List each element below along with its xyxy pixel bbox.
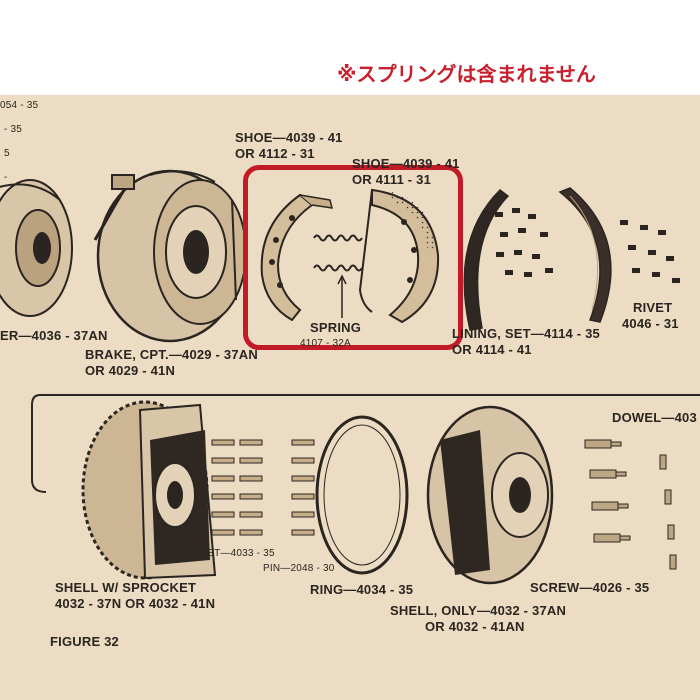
edge-label-1: 054 - 35 <box>0 100 39 111</box>
spring-number-label: 4107 - 32A <box>300 338 351 349</box>
brake-label-2: OR 4029 - 41N <box>85 363 176 378</box>
er-label: ER—4036 - 37AN <box>0 328 108 343</box>
edge-label-2: - 35 <box>4 124 23 135</box>
shoe-left-label-1: SHOE—4039 - 41 <box>235 130 343 145</box>
pin-label: PIN—2048 - 30 <box>263 563 335 574</box>
rivet-top-label: RIVET <box>633 300 673 315</box>
shoe-right-label-1: SHOE—4039 - 41 <box>352 156 460 171</box>
brake-assembly <box>93 169 247 343</box>
bracket-line <box>31 394 52 493</box>
edge-label-4: - <box>4 172 8 183</box>
shell-only-label-2: OR 4032 - 41AN <box>425 619 525 634</box>
ring-part <box>315 415 409 575</box>
rivet-cluster-top <box>495 208 680 283</box>
shell-only-label-1: SHELL, ONLY—4032 - 37AN <box>390 603 567 618</box>
brake-shoe-left <box>260 193 334 322</box>
screw-dowel-column <box>584 439 677 570</box>
lining-label-2: OR 4114 - 41 <box>452 342 532 357</box>
lining-set <box>463 187 612 331</box>
edge-label-3: 5 <box>4 148 10 159</box>
rivet-top-number: 4046 - 31 <box>622 316 679 331</box>
shell-only <box>426 405 554 585</box>
brake-shoe-right <box>358 188 440 324</box>
shell-with-sprocket <box>81 400 217 580</box>
screw-label: SCREW—4026 - 35 <box>530 580 650 595</box>
shoe-left-label-2: OR 4112 - 31 <box>235 146 315 161</box>
figure-caption: FIGURE 32 <box>50 634 119 649</box>
spring-highlight-box <box>243 165 463 350</box>
dowel-label: DOWEL—403 <box>612 410 697 425</box>
notice-text: ※スプリングは含まれません <box>337 62 596 86</box>
hub-part <box>0 179 73 317</box>
lining-label-1: LINING, SET—4114 - 35 <box>452 326 600 341</box>
ring-label: RING—4034 - 35 <box>310 582 414 597</box>
shell-sprocket-label-2: 4032 - 37N OR 4032 - 41N <box>55 596 216 611</box>
shell-sprocket-label-1: SHELL W/ SPROCKET <box>55 580 197 595</box>
shoe-right-label-2: OR 4111 - 31 <box>352 172 432 187</box>
spring-pair <box>313 234 363 318</box>
brake-label-1: BRAKE, CPT.—4029 - 37AN <box>85 347 258 362</box>
catalog-page <box>0 95 700 700</box>
spring-label: SPRING <box>310 320 362 335</box>
rivet-mid-label: RIVET—4033 - 35 <box>190 548 275 559</box>
rivet-columns <box>211 439 315 536</box>
